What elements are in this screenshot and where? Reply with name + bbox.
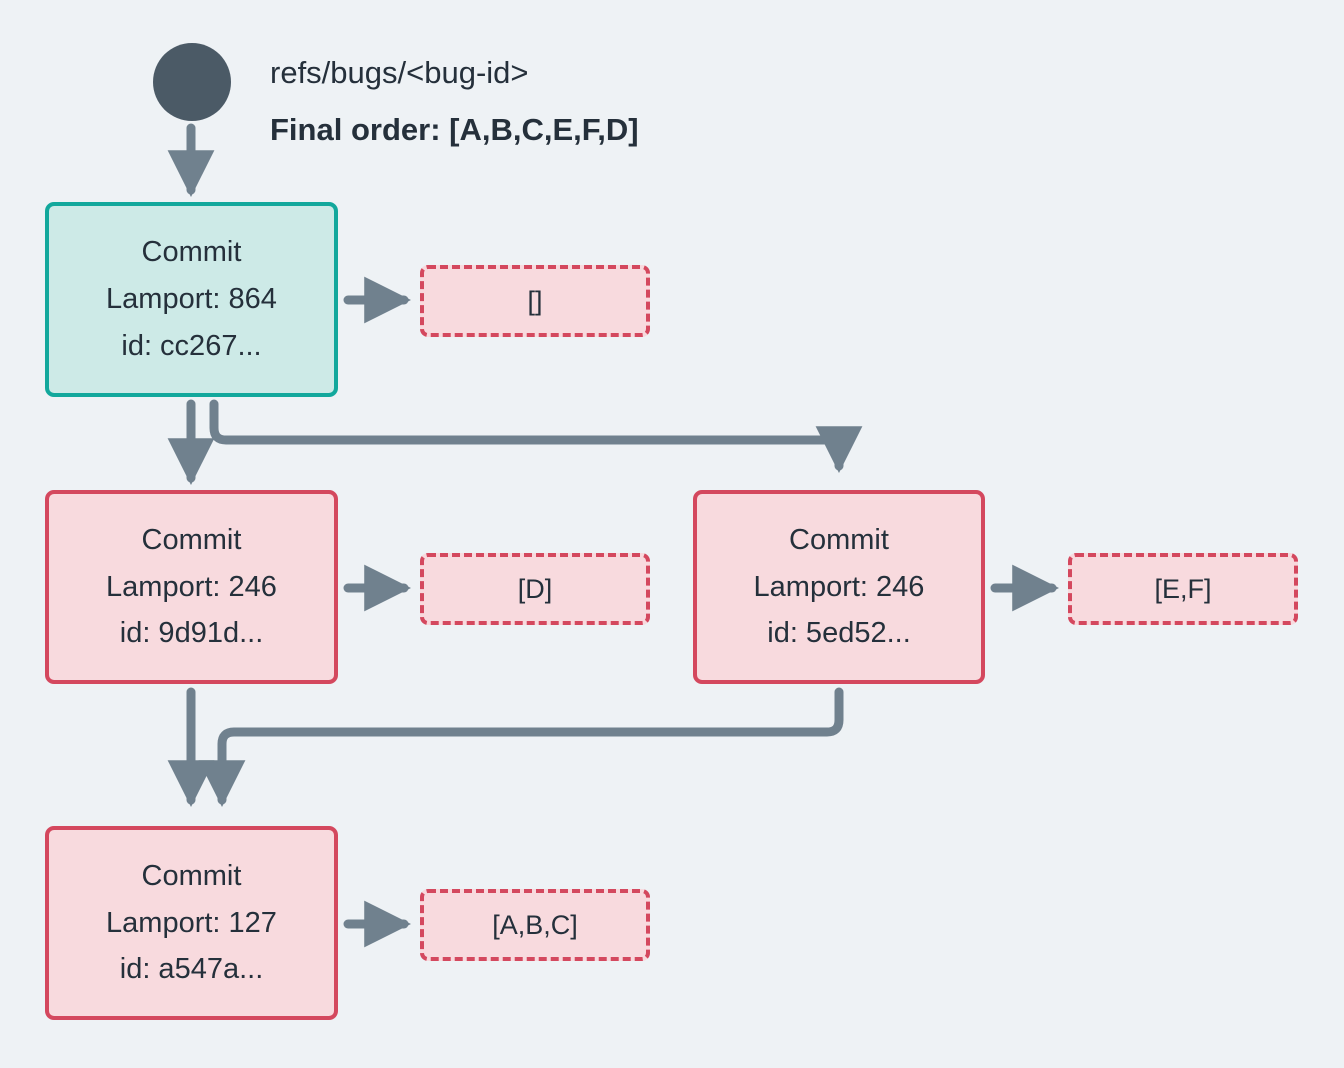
commit-lamport: Lamport: 246 — [753, 570, 925, 603]
commit-title: Commit — [141, 523, 242, 556]
commit-title: Commit — [141, 859, 242, 892]
commit-node-5ed52[interactable]: Commit Lamport: 246 id: 5ed52... — [693, 490, 985, 684]
commit-id: id: 5ed52... — [767, 617, 911, 650]
operations-node-a547a[interactable]: [A,B,C] — [420, 889, 650, 961]
operations-label: [D] — [517, 573, 553, 604]
operations-node-cc267[interactable]: [] — [420, 265, 650, 337]
operations-label: [E,F] — [1154, 573, 1212, 604]
commit-node-cc267[interactable]: Commit Lamport: 864 id: cc267... — [45, 202, 338, 397]
commit-lamport: Lamport: 864 — [106, 283, 277, 316]
commit-lamport: Lamport: 127 — [106, 906, 277, 939]
edge-5ed52-to-a547a — [198, 687, 844, 808]
commit-id: id: cc267... — [121, 329, 262, 362]
operations-node-9d91d[interactable]: [D] — [420, 553, 650, 625]
final-order-label: Final order: [A,B,C,E,F,D] — [270, 112, 639, 147]
operations-label: [] — [527, 285, 543, 316]
commit-node-9d91d[interactable]: Commit Lamport: 246 id: 9d91d... — [45, 490, 338, 684]
root-node-icon — [153, 43, 231, 121]
commit-lamport: Lamport: 246 — [106, 570, 277, 603]
commit-id: id: a547a... — [119, 953, 264, 986]
commit-id: id: 9d91d... — [119, 617, 264, 650]
edge-cc267-to-5ed52 — [209, 399, 863, 474]
commit-title: Commit — [141, 236, 242, 269]
commit-title: Commit — [789, 523, 889, 556]
commit-node-a547a[interactable]: Commit Lamport: 127 id: a547a... — [45, 826, 338, 1020]
operations-label: [A,B,C] — [492, 909, 578, 940]
operations-node-5ed52[interactable]: [E,F] — [1068, 553, 1298, 625]
ref-label: refs/bugs/<bug-id> — [270, 55, 529, 90]
